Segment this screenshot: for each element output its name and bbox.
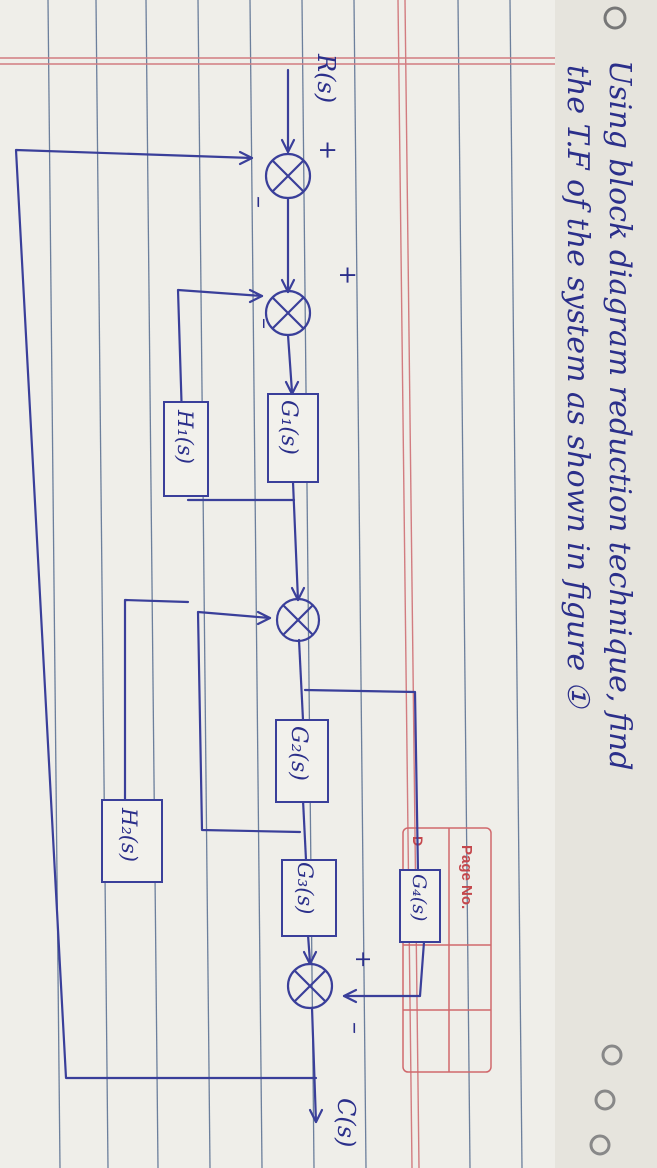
signal-labels: R(s) C(s) xyxy=(312,53,360,1147)
junction-signs: + – + – + – xyxy=(246,140,375,1034)
spiral-binding xyxy=(555,0,657,1168)
block-g2-label: G₂(s) xyxy=(286,726,311,781)
s1-plus-sign: + xyxy=(314,140,342,160)
page-number-label: Page No. xyxy=(458,845,475,909)
input-label: R(s) xyxy=(312,53,340,103)
block-g1-label: G₁(s) xyxy=(276,400,301,455)
block-g4: G₄(s) xyxy=(399,869,441,943)
block-g1: G₁(s) xyxy=(267,393,319,483)
summing-junctions xyxy=(264,152,334,1010)
block-g3-label: G₃(s) xyxy=(293,862,317,914)
block-h1: H₁(s) xyxy=(163,401,209,497)
block-h1-label: H₁(s) xyxy=(173,409,197,464)
summing-junction-3 xyxy=(275,597,321,643)
s2-plus-sign: + xyxy=(334,265,362,285)
block-g3: G₃(s) xyxy=(281,859,337,937)
block-h2: H₂(s) xyxy=(101,799,163,883)
question-text: Using block diagram reduction technique,… xyxy=(560,60,637,771)
margin-lines xyxy=(0,0,560,1168)
s2-minus-sign: – xyxy=(252,318,277,329)
summing-junction-2 xyxy=(264,289,312,337)
block-g2: G₂(s) xyxy=(275,719,329,803)
output-label: C(s) xyxy=(332,1098,360,1147)
block-h2-label: H₂(s) xyxy=(117,807,141,862)
block-g4-label: G₄(s) xyxy=(408,874,430,921)
s4-minus-sign: – xyxy=(342,1022,370,1034)
question-line-2: the T.F of the system as shown in figure… xyxy=(560,65,595,710)
question-line-1: Using block diagram reduction technique,… xyxy=(602,60,637,771)
summing-junction-1 xyxy=(264,152,312,200)
summing-junction-4 xyxy=(286,962,334,1010)
s4-plus-sign: + xyxy=(350,950,375,968)
ruled-lines xyxy=(47,0,523,1168)
s1-minus-sign: – xyxy=(246,196,274,208)
